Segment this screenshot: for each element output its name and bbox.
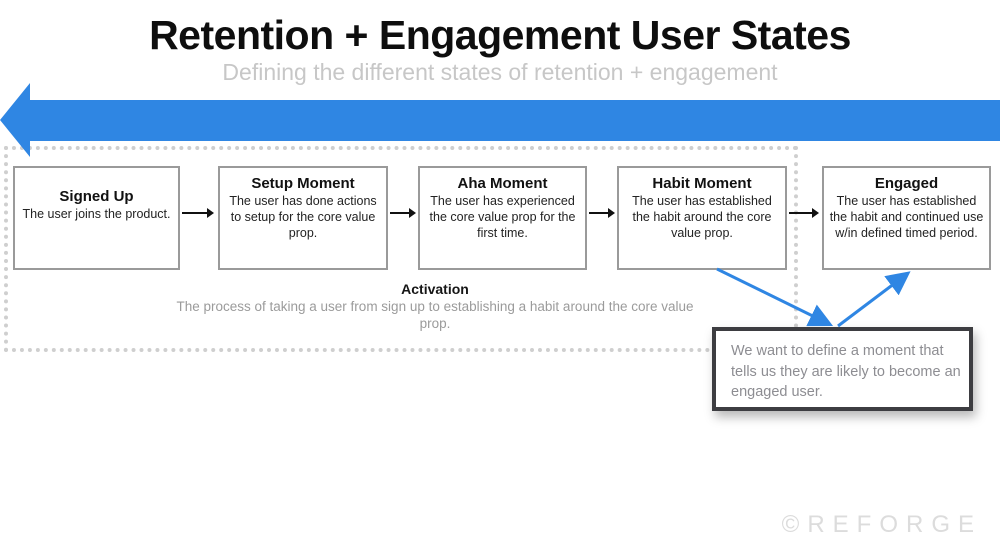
connector-arrow-3 (589, 208, 615, 218)
callout-text: We want to define a moment that tells us… (731, 343, 961, 401)
arrow-habit-to-callout-icon (716, 267, 834, 327)
arrow-callout-to-engaged-icon (837, 271, 911, 328)
stage-box-habit-moment: Habit Moment The user has established th… (617, 166, 787, 270)
callout-pointer-arrows (716, 267, 911, 328)
timeline-left-arrow-body (28, 100, 1000, 141)
connector-arrow-2 (390, 208, 416, 218)
activation-title: Activation (401, 281, 469, 297)
stage-title: Habit Moment (652, 175, 752, 192)
stage-description: The user has established the habit and c… (829, 194, 984, 240)
stage-title: Engaged (874, 175, 939, 192)
stage-description: The user has experienced the core value … (429, 194, 576, 240)
connector-arrow-1 (182, 208, 214, 218)
activation-dotted-region (4, 146, 798, 352)
stage-box-setup-moment: Setup Moment The user has done actions t… (218, 166, 388, 270)
stage-box-aha-moment: Aha Moment The user has experienced the … (418, 166, 587, 270)
callout-box: We want to define a moment that tells us… (712, 327, 973, 411)
activation-description: The process of taking a user from sign u… (176, 299, 694, 331)
stage-title: Signed Up (59, 188, 134, 205)
stage-description: The user has established the habit aroun… (632, 194, 772, 240)
stage-title: Aha Moment (457, 175, 548, 192)
stage-box-signed-up: Signed Up The user joins the product. (13, 166, 180, 270)
page-title: Retention + Engagement User States (149, 12, 851, 58)
timeline-left-arrow-head-icon (0, 83, 30, 157)
stage-box-engaged: Engaged The user has established the hab… (822, 166, 991, 270)
page-subtitle: Defining the different states of retenti… (222, 59, 778, 85)
stage-description: The user has done actions to setup for t… (229, 194, 377, 240)
stage-title: Setup Moment (251, 175, 355, 192)
reforge-watermark: ©REFORGE (781, 511, 982, 538)
connector-arrow-4 (789, 208, 819, 218)
stage-description: The user joins the product. (22, 207, 171, 221)
